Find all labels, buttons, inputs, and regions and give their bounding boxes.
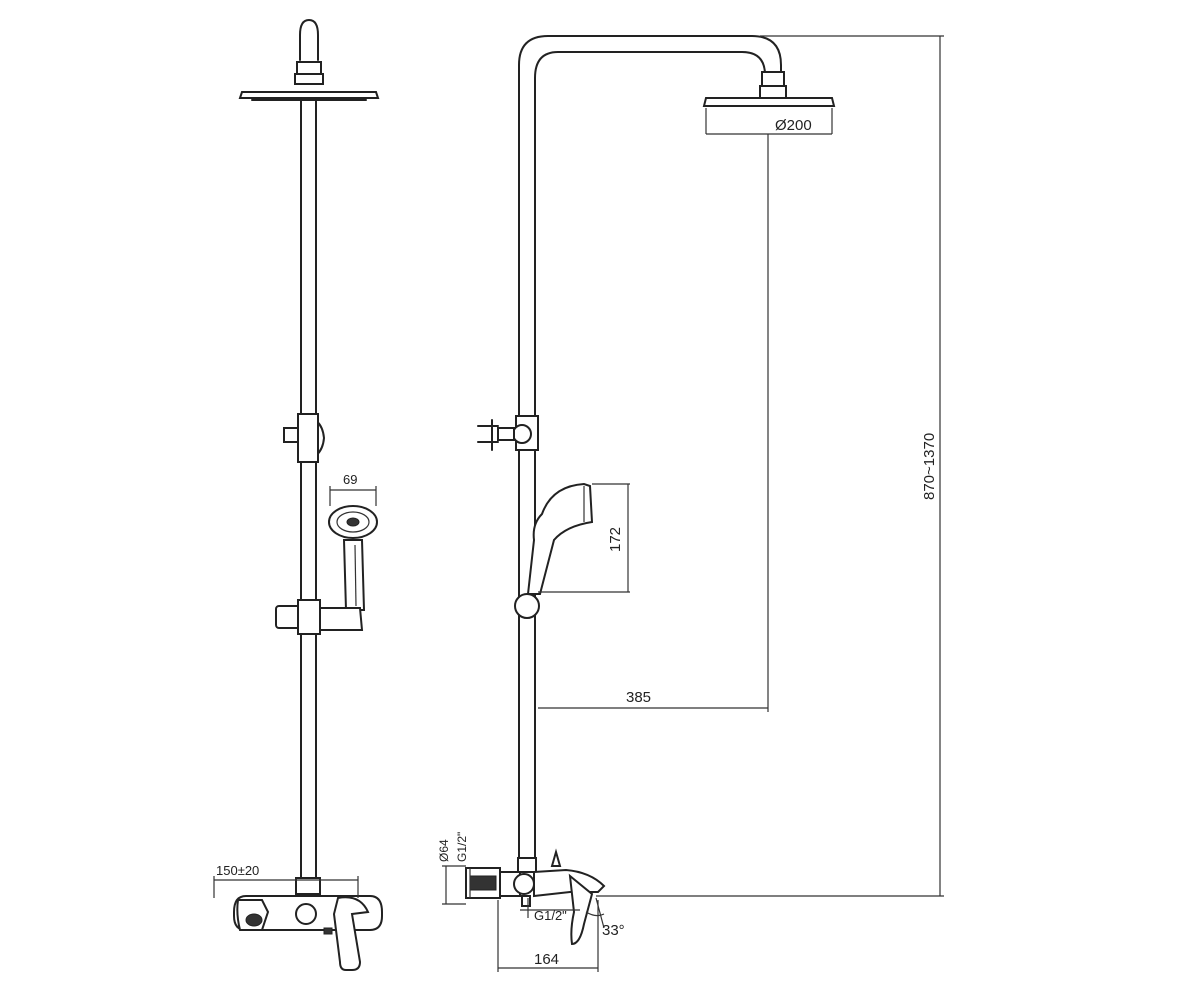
front-slider (275, 599, 364, 635)
dim-inlet-diameter-label: Ø64 (437, 839, 451, 862)
side-head-nut (761, 71, 785, 87)
dim-handshower-height-label: 172 (607, 527, 624, 552)
dim-handshower-width: 69 (329, 472, 377, 506)
side-hand-shower (514, 482, 594, 619)
front-hand-shower (328, 505, 378, 611)
front-wall-bracket (283, 413, 326, 463)
front-view: 69 150±20 (213, 19, 383, 971)
dim-head-diameter: Ø200 (705, 108, 833, 135)
dim-spout-angle: 33° (585, 897, 625, 939)
side-mixer (465, 848, 606, 946)
dim-inlet-thread-label: G1/2" (455, 832, 469, 862)
dim-arm-projection: 385 (538, 134, 769, 712)
dim-outlet-thread: G1/2" (520, 898, 580, 923)
dim-outlet-thread-label: G1/2" (534, 908, 567, 923)
dim-mixer-centers-label: 150±20 (216, 863, 259, 878)
side-riser-outer (518, 35, 782, 421)
side-view: Ø200 172 385 (437, 35, 944, 972)
dim-spout-angle-label: 33° (602, 922, 625, 939)
front-top-connector (299, 19, 319, 61)
dim-handshower-width-label: 69 (343, 472, 357, 487)
dim-mixer-depth-label: 164 (534, 951, 559, 968)
side-riser-inner (534, 51, 766, 421)
front-head-nut (296, 61, 322, 75)
side-shower-head (702, 97, 836, 107)
dim-head-diameter-label: Ø200 (775, 117, 812, 134)
dim-overall-height-label: 870~1370 (921, 433, 938, 500)
front-mixer (233, 877, 383, 971)
side-wall-bracket (477, 415, 539, 451)
dim-handshower-height: 172 (538, 483, 630, 593)
dim-overall-height: 870~1370 (596, 35, 944, 897)
side-head-nut-lower (759, 85, 787, 99)
front-head-nut-lower (294, 73, 324, 85)
dim-arm-projection-label: 385 (626, 689, 651, 706)
dim-mixer-centers: 150±20 (213, 863, 359, 898)
dim-inlet: Ø64 G1/2" (437, 832, 471, 905)
dim-mixer-depth: 164 (497, 900, 599, 972)
front-shower-head (238, 91, 380, 99)
